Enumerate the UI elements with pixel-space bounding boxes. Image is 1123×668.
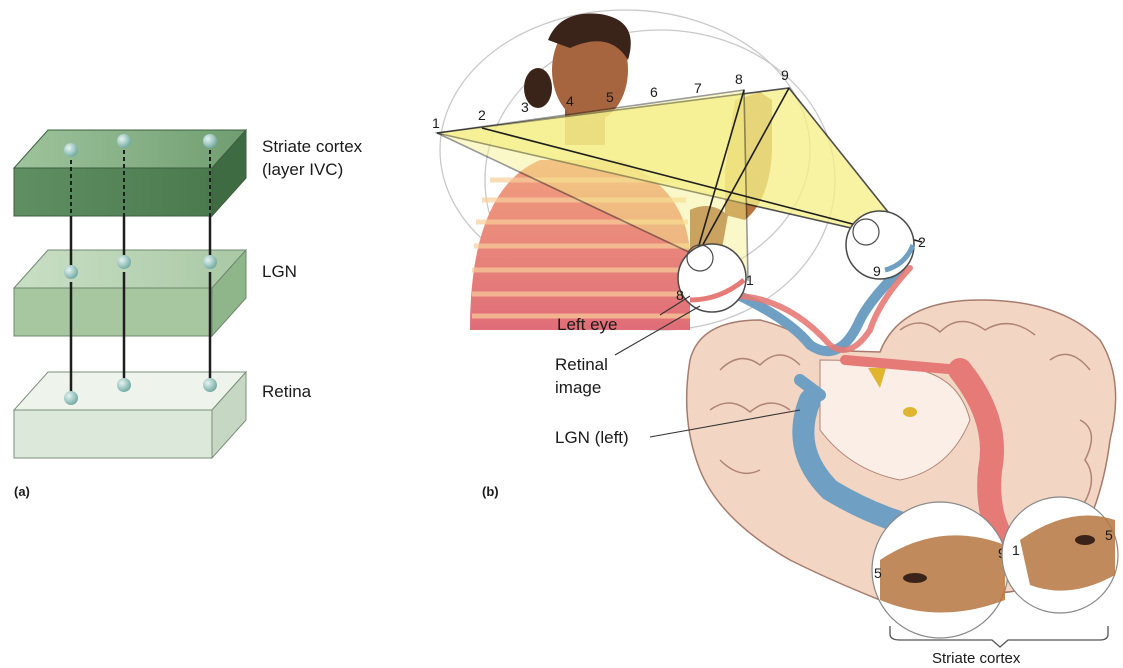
panel-b: 1 2 3 4 5 6 7 8 9 (432, 10, 1118, 667)
right-cortex-number-1: 1 (1012, 542, 1020, 558)
label-layer-ivc: (layer IVC) (262, 160, 343, 179)
right-cortex-number-5: 5 (1105, 527, 1113, 543)
label-lgn: LGN (262, 262, 297, 281)
left-cortex-image: 5 9 (872, 502, 1008, 638)
panel-a: Striate cortex (layer IVC) LGN Retina (a… (14, 130, 363, 499)
field-number-3: 3 (521, 99, 529, 115)
label-striate-cortex: Striate cortex (262, 137, 363, 156)
label-lgn-left: LGN (left) (555, 428, 629, 447)
field-number-4: 4 (566, 93, 574, 109)
left-eye-number-1: 1 (746, 272, 754, 288)
field-number-8: 8 (735, 71, 743, 87)
right-eye-number-2: 2 (918, 234, 926, 250)
right-cortex-image: 1 5 (1002, 497, 1118, 613)
field-number-7: 7 (694, 80, 702, 96)
left-cortex-number-5: 5 (874, 565, 882, 581)
field-number-2: 2 (478, 107, 486, 123)
field-number-9: 9 (781, 67, 789, 83)
field-number-5: 5 (606, 89, 614, 105)
label-striate-cortex-b: Striate cortex (932, 650, 1021, 667)
right-eye-number-9: 9 (873, 263, 881, 279)
field-number-6: 6 (650, 84, 658, 100)
panel-b-tag: (b) (482, 484, 499, 499)
label-left-eye: Left eye (557, 315, 618, 334)
label-retinal-image-line1: Retinal (555, 355, 608, 374)
label-retina: Retina (262, 382, 312, 401)
panel-a-tag: (a) (14, 484, 30, 499)
field-number-1: 1 (432, 115, 440, 131)
right-eye: 2 9 (846, 211, 926, 279)
label-retinal-image-line2: image (555, 378, 601, 397)
